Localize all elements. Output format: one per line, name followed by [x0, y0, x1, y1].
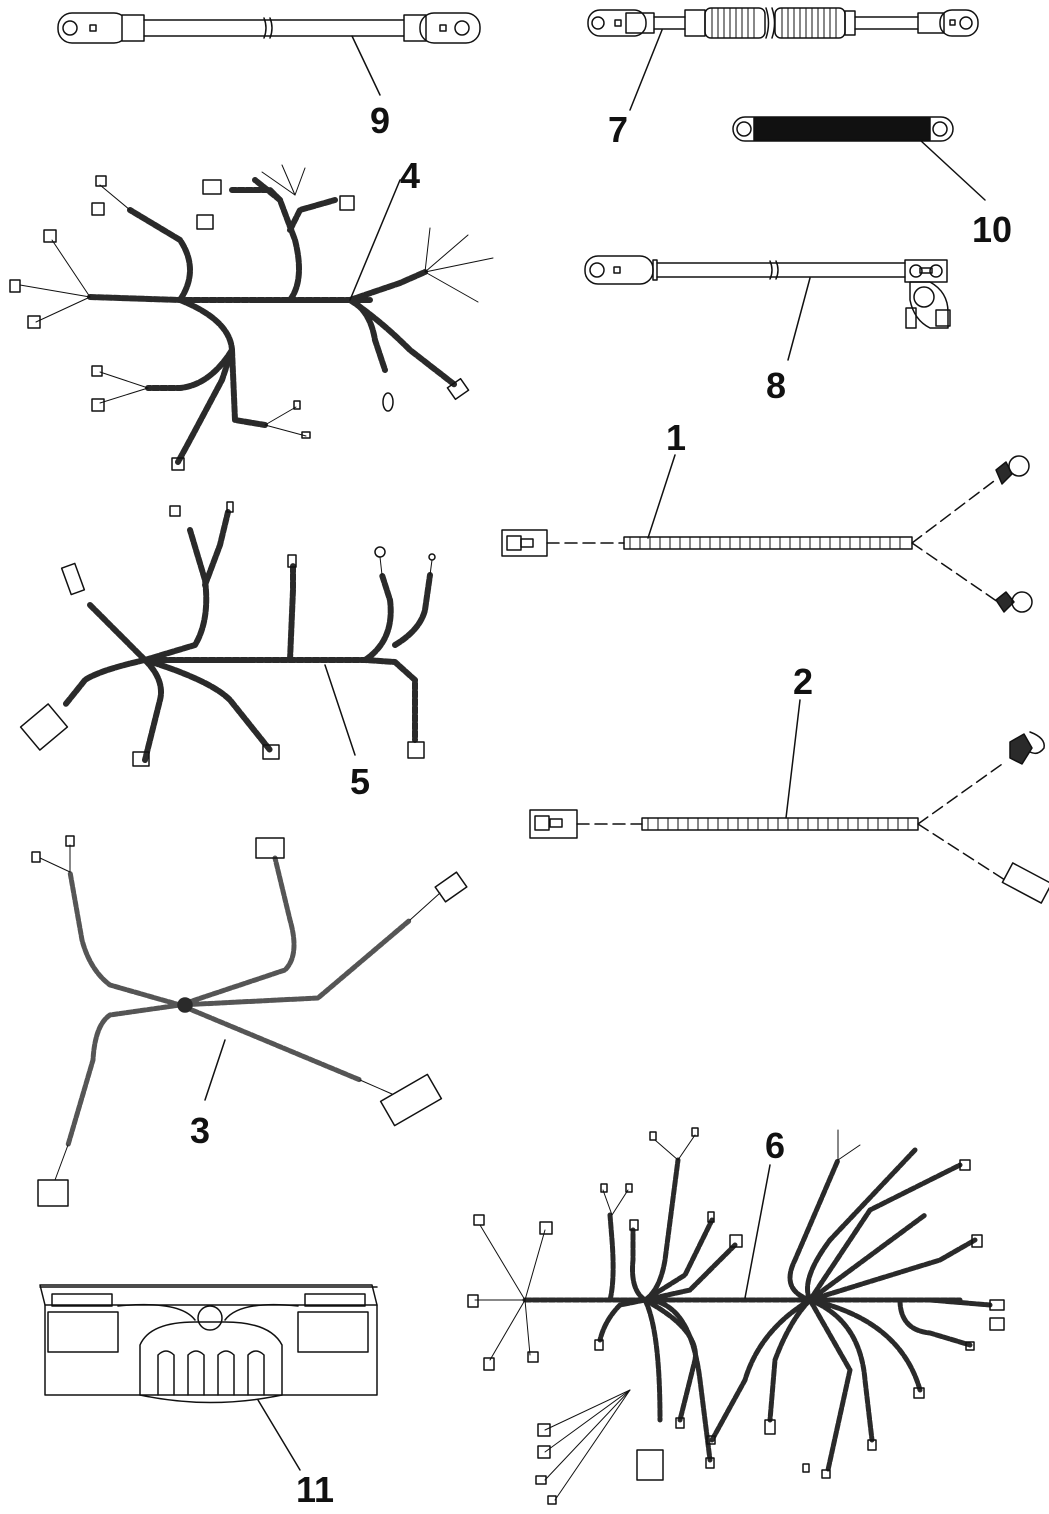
- wire-harness-part-6: [467, 1127, 1005, 1505]
- wire-harness-part-2: [529, 699, 1049, 904]
- callout-2: 2: [793, 661, 814, 702]
- callout-5: 5: [350, 761, 371, 802]
- callout-9: 9: [370, 100, 391, 141]
- ground-strap-part-10: [732, 116, 986, 201]
- callout-8: 8: [766, 365, 787, 406]
- wire-harness-part-5: [19, 501, 436, 767]
- panel-part-11: [39, 1284, 378, 1471]
- callout-3: 3: [190, 1110, 211, 1151]
- wire-harness-part-3: [31, 835, 468, 1207]
- wire-harness-part-4: [9, 164, 494, 471]
- callout-11: 11: [296, 1469, 335, 1510]
- callout-6: 6: [765, 1125, 786, 1166]
- battery-cable-part-8: [584, 255, 951, 361]
- battery-cable-part-7: [587, 7, 979, 111]
- battery-cable-part-9: [57, 12, 481, 96]
- wire-harness-part-1: [501, 454, 1033, 613]
- callout-4: 4: [400, 155, 421, 196]
- callout-10: 10: [972, 209, 1013, 250]
- callout-1: 1: [666, 417, 687, 458]
- callout-7: 7: [608, 109, 629, 150]
